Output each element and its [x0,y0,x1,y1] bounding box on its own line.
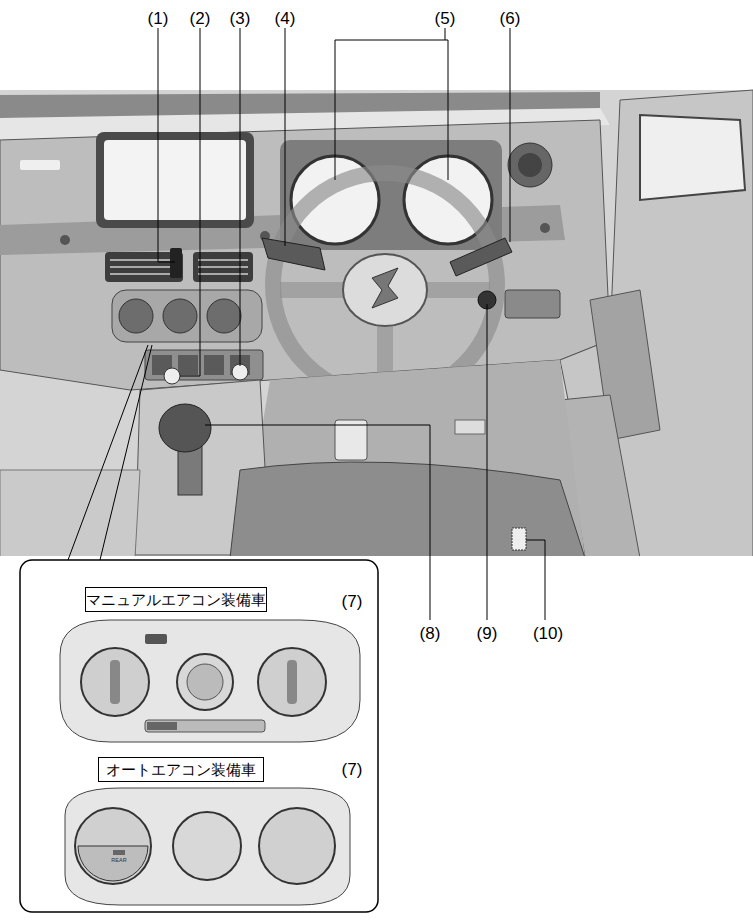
callout-number: (4) [275,10,296,27]
badge [20,160,60,170]
button-marking: REAR [111,858,126,864]
callout-number: (5) [435,10,456,27]
side-vent [508,143,552,187]
vent [193,252,253,282]
shift-boot [178,445,202,495]
callout-number: (10) [533,625,563,642]
stalk [262,238,325,270]
screen-frame [96,132,254,228]
callout-number: (6) [500,10,521,27]
callout-number: (7) [342,593,363,610]
bolt [60,235,70,245]
pedal-pad [455,420,485,434]
callout-number: (2) [190,10,211,27]
leader-lines [68,28,545,815]
knob [119,299,153,333]
manual-ac-panel [60,620,360,742]
callout-number: (7) [342,761,363,778]
door-panel [560,90,753,558]
dashboard [0,120,610,390]
bolt [540,223,550,233]
callout-number: (3) [230,10,251,27]
emblem [372,268,398,308]
hood-release [512,528,526,550]
socket [232,364,248,380]
pedal [335,420,367,460]
auto-ac-panel [65,788,350,905]
heading-box: オートエアコン装備車 [98,757,264,782]
switch-panel [505,290,560,318]
door-mirror [640,115,745,200]
steering-wheel [273,173,497,397]
socket [164,368,180,384]
stalk [450,238,512,276]
heading-box: マニュアルエアコン装備車 [85,587,267,612]
scene-background [0,90,753,558]
callout-number: (1) [148,10,169,27]
knob [207,299,241,333]
node-label: オートエアコン装備車 [106,762,256,777]
node-label: マニュアルエアコン装備車 [86,592,266,607]
shift-knob [159,404,211,452]
wheel-hub [343,254,427,326]
page-white [0,556,753,921]
driver-seat [230,462,585,558]
screen [104,140,246,220]
knob [163,299,197,333]
hazard-switch [170,248,182,278]
callout-number: (9) [477,625,498,642]
inset-frame [20,560,378,912]
side-vent-core [518,153,542,177]
switch-row [145,350,263,380]
callout-number: (8) [420,625,441,642]
